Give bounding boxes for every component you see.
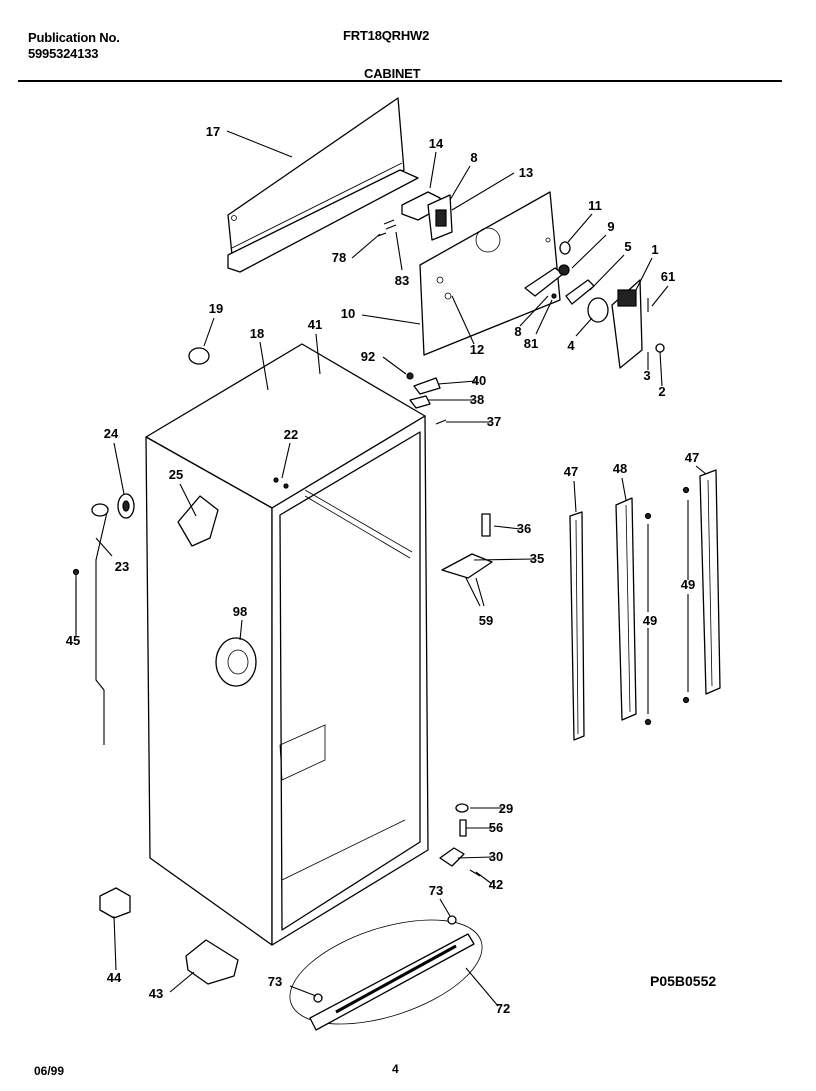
callout-48: 48 (613, 461, 627, 476)
parts-92-40-38-37 (406, 372, 447, 425)
callout-29: 29 (499, 801, 513, 816)
model-number: FRT18QRHW2 (343, 28, 430, 43)
footer-page-number: 4 (392, 1062, 399, 1076)
part-72-grille (289, 915, 483, 1031)
callout-49: 49 (643, 613, 657, 628)
callout-2: 2 (658, 384, 665, 399)
callout-23: 23 (115, 559, 129, 574)
callout-98: 98 (233, 604, 247, 619)
callout-41: 41 (308, 317, 322, 332)
callout-92: 92 (361, 349, 375, 364)
callout-8: 8 (470, 150, 477, 165)
callout-45: 45 (66, 633, 80, 648)
part-17-top-trim (227, 97, 419, 273)
callout-24: 24 (104, 426, 119, 441)
callout-73: 73 (429, 883, 443, 898)
callout-13: 13 (519, 165, 533, 180)
parts-44-43 (99, 887, 239, 985)
callout-17: 17 (206, 124, 220, 139)
callout-9: 9 (607, 219, 614, 234)
parts-78-83 (377, 219, 397, 237)
parts-11-9-5-4 (524, 241, 609, 323)
parts-1-3-2-61 (611, 279, 665, 369)
callout-38: 38 (470, 392, 484, 407)
drawing-code: P05B0552 (650, 973, 716, 989)
leader-lines (75, 130, 707, 1007)
callout-25: 25 (169, 467, 183, 482)
part-10-control-panel (419, 191, 561, 356)
header-rule (18, 80, 782, 82)
section-title: CABINET (364, 66, 421, 81)
part-19-grommet (188, 347, 210, 365)
callout-11: 11 (588, 198, 602, 213)
callout-47: 47 (685, 450, 699, 465)
callout-4: 4 (567, 338, 575, 353)
callout-19: 19 (209, 301, 223, 316)
callout-47: 47 (564, 464, 578, 479)
part-98-grommet (215, 637, 257, 687)
cabinet-shell (145, 343, 429, 946)
callout-10: 10 (341, 306, 355, 321)
callout-8: 8 (514, 324, 521, 339)
callout-12: 12 (470, 342, 484, 357)
parts-24-23-45 (72, 493, 135, 745)
part-25-bracket (177, 495, 219, 547)
part-14-bracket (401, 191, 453, 241)
callout-35: 35 (530, 551, 544, 566)
publication-label: Publication No. (28, 30, 120, 45)
publication-number: 5995324133 (28, 46, 99, 61)
callout-43: 43 (149, 986, 163, 1001)
callout-61: 61 (661, 269, 675, 284)
callout-40: 40 (472, 373, 486, 388)
callout-5: 5 (624, 239, 631, 254)
callout-18: 18 (250, 326, 264, 341)
callout-83: 83 (395, 273, 409, 288)
callout-73: 73 (268, 974, 282, 989)
callout-44: 44 (107, 970, 122, 985)
callout-72: 72 (496, 1001, 510, 1016)
callout-37: 37 (487, 414, 501, 429)
callout-1: 1 (651, 242, 658, 257)
door-strips-47-48 (569, 469, 721, 741)
callout-22: 22 (284, 427, 298, 442)
callout-59: 59 (479, 613, 493, 628)
parts-29-56-30-42 (439, 803, 481, 877)
callout-3: 3 (643, 368, 650, 383)
callout-56: 56 (489, 820, 503, 835)
callout-36: 36 (517, 521, 531, 536)
callout-42: 42 (489, 877, 503, 892)
callout-81: 81 (524, 336, 538, 351)
footer-date: 06/99 (34, 1064, 65, 1078)
callout-14: 14 (429, 136, 444, 151)
callout-30: 30 (489, 849, 503, 864)
screws-49 (644, 486, 690, 726)
callout-49: 49 (681, 577, 695, 592)
callout-78: 78 (332, 250, 346, 265)
